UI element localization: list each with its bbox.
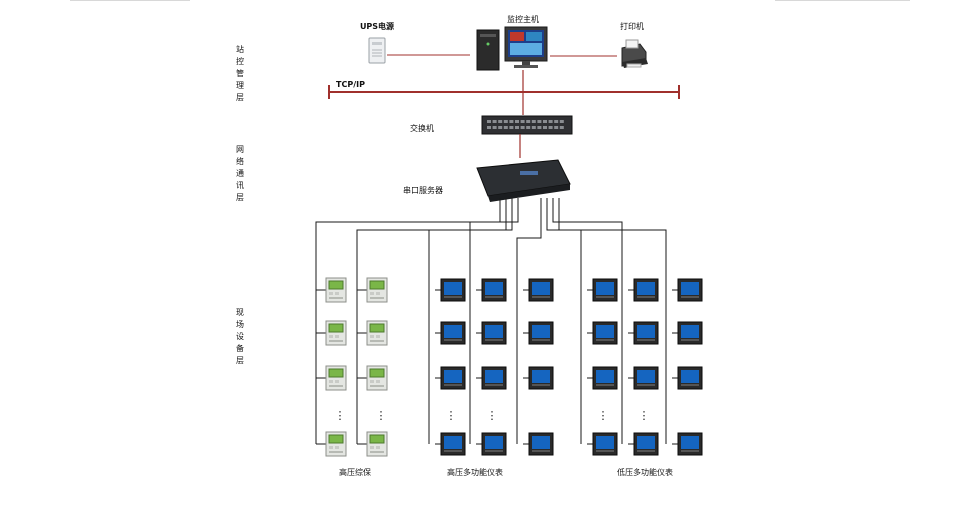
multifunction-meter-icon	[435, 278, 466, 302]
serial-server-icon	[476, 159, 571, 202]
multifunction-meter-icon	[476, 321, 507, 345]
multifunction-meter-icon	[435, 366, 466, 390]
group-label-lv-meter: 低压多功能仪表	[617, 467, 673, 477]
ellipsis-dots: ⋮	[446, 409, 457, 422]
serial-server-label: 串口服务器	[403, 185, 443, 195]
multifunction-meter-icon	[435, 432, 466, 456]
ellipsis-dots: ⋮	[487, 409, 498, 422]
layer-label-network: 网络通讯层	[236, 145, 244, 202]
network-switch-icon	[481, 115, 573, 135]
monitoring-host-icon	[476, 26, 548, 71]
protection-relay-icon	[357, 431, 388, 457]
layer-label-field: 现场设备层	[236, 308, 244, 365]
multifunction-meter-icon	[587, 321, 618, 345]
ellipsis-dots: ⋮	[639, 409, 650, 422]
bus-line	[469, 198, 519, 444]
group-label-hv-protection: 高压综保	[339, 467, 371, 477]
multifunction-meter-icon	[628, 366, 659, 390]
layer-label-station: 站控管理层	[236, 44, 244, 102]
group-label-hv-meter: 高压多功能仪表	[447, 467, 503, 477]
multifunction-meter-icon	[587, 366, 618, 390]
switch-label: 交换机	[410, 123, 434, 133]
multifunction-meter-icon	[587, 278, 618, 302]
multifunction-meter-icon	[628, 321, 659, 345]
multifunction-meter-icon	[672, 366, 703, 390]
bus-line	[558, 198, 667, 444]
multifunction-meter-icon	[523, 366, 554, 390]
protection-relay-icon	[357, 277, 388, 303]
monitoring-host-label: 监控主机	[507, 14, 539, 24]
multifunction-meter-icon	[587, 432, 618, 456]
protection-relay-icon	[316, 431, 347, 457]
printer-label: 打印机	[620, 21, 644, 31]
protection-relay-icon	[316, 365, 347, 391]
ups-icon	[368, 37, 386, 64]
protection-relay-icon	[316, 277, 347, 303]
ups-label: UPS电源	[360, 21, 394, 31]
ellipsis-dots: ⋮	[598, 409, 609, 422]
multifunction-meter-icon	[476, 278, 507, 302]
bus-line	[516, 198, 542, 444]
multifunction-meter-icon	[476, 432, 507, 456]
multifunction-meter-icon	[523, 321, 554, 345]
multifunction-meter-icon	[672, 321, 703, 345]
field-devices: ⋮ ⋮ ⋮ ⋮ ⋮ ⋮	[316, 277, 703, 457]
ellipsis-dots: ⋮	[335, 409, 346, 422]
protection-relay-icon	[316, 320, 347, 346]
multifunction-meter-icon	[523, 432, 554, 456]
protection-relay-icon	[357, 365, 388, 391]
tcpip-label: TCP/IP	[336, 80, 365, 89]
multifunction-meter-icon	[672, 278, 703, 302]
printer-icon	[621, 39, 648, 68]
bus-line	[552, 198, 623, 444]
bus-line	[546, 198, 582, 444]
ellipsis-dots: ⋮	[376, 409, 387, 422]
protection-relay-icon	[357, 320, 388, 346]
multifunction-meter-icon	[523, 278, 554, 302]
multifunction-meter-icon	[628, 278, 659, 302]
multifunction-meter-icon	[476, 366, 507, 390]
multifunction-meter-icon	[672, 432, 703, 456]
multifunction-meter-icon	[435, 321, 466, 345]
multifunction-meter-icon	[628, 432, 659, 456]
